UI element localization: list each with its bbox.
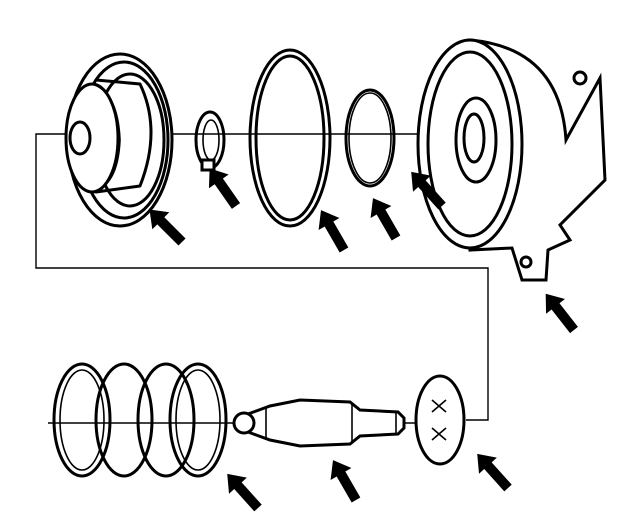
snap-ring-icon <box>194 110 226 172</box>
arrow-spring <box>227 473 262 512</box>
piston-icon <box>64 52 174 228</box>
assembly-guide-line <box>35 133 489 421</box>
arrow-pin <box>330 460 361 503</box>
housing-icon <box>416 38 607 282</box>
arrow-snap-ring <box>208 168 241 209</box>
pin-icon <box>232 398 406 448</box>
arrow-retainer <box>477 453 512 492</box>
arrow-piston <box>149 209 186 246</box>
arrow-large-seal <box>318 210 349 253</box>
retainer-icon <box>414 374 466 466</box>
seal-ring-icon <box>248 48 332 228</box>
arrow-o-ring <box>370 198 401 241</box>
arrow-housing-bore <box>411 171 446 210</box>
o-ring-icon <box>344 88 396 188</box>
arrow-housing <box>545 293 578 334</box>
coil-spring-icon <box>52 362 228 478</box>
